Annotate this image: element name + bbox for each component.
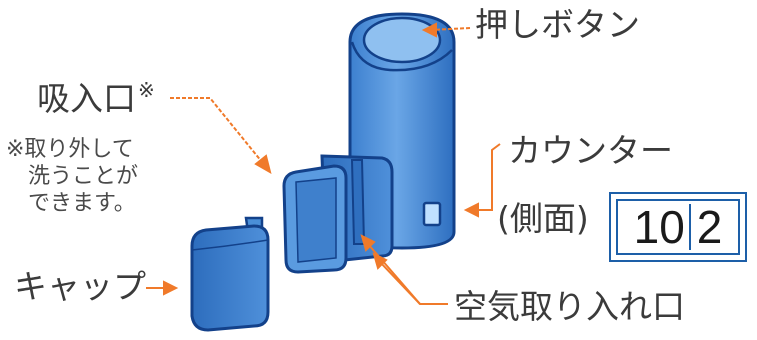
counter-digit-separator	[688, 204, 691, 250]
label-cap: キャップ	[14, 267, 146, 306]
label-intake: 吸入口※	[37, 79, 155, 118]
counter-digit-right: 2	[696, 201, 723, 253]
counter-display: 10 2	[609, 192, 747, 262]
label-intake-text: 吸入口	[37, 79, 136, 118]
label-washable-note: ※取り外して 洗うことが できます。	[6, 136, 138, 217]
counter-digit-left: 10	[633, 201, 685, 253]
note-line-3: できます。	[28, 191, 136, 216]
latch	[350, 159, 366, 245]
label-side: (側面)	[497, 199, 589, 238]
intake-note-mark: ※	[138, 78, 155, 102]
note-line-1: ※取り外して	[6, 137, 134, 162]
label-counter: カウンター	[508, 131, 673, 170]
leader-arrows	[146, 22, 501, 305]
label-push-button: 押しボタン	[475, 5, 640, 44]
counter-digits: 10 2	[618, 201, 738, 253]
counter-display-inner: 10 2	[616, 199, 740, 255]
note-line-2: 洗うことが	[28, 164, 139, 189]
push-button-top	[362, 16, 442, 64]
cap	[190, 216, 270, 332]
label-air-inlet: 空気取り入れ口	[454, 287, 685, 326]
counter-window	[422, 201, 442, 227]
